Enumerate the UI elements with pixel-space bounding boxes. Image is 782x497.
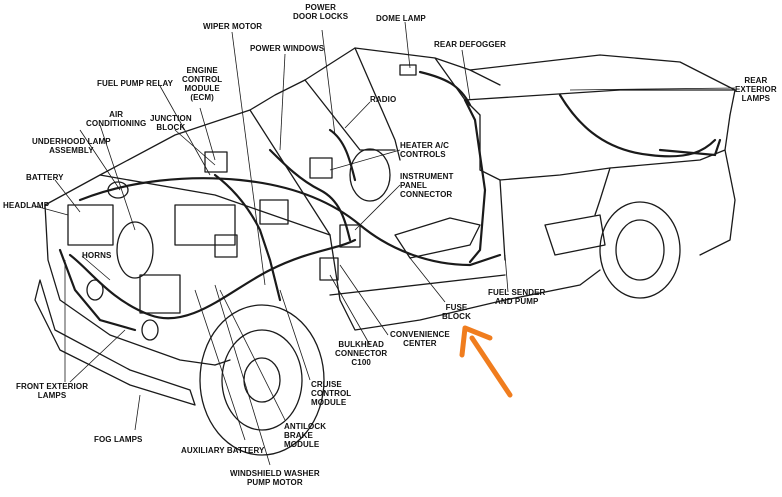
label-auxiliary-battery: AUXILIARY BATTERY xyxy=(181,446,265,455)
label-air-conditioning: AIR CONDITIONING xyxy=(86,110,147,128)
label-rear-defogger: REAR DEFOGGER xyxy=(434,40,506,49)
label-antilock-brake-module: ANTILOCK BRAKE MODULE xyxy=(284,422,327,449)
label-rear-exterior-lamps: REAR EXTERIOR LAMPS xyxy=(735,76,777,103)
label-bulkhead-connector: BULKHEAD CONNECTOR C100 xyxy=(335,340,388,367)
label-headlamp: HEADLAMP xyxy=(3,201,50,210)
wiring-harness xyxy=(58,70,722,332)
leader-lines xyxy=(34,21,736,466)
label-heater-ac-controls: HEATER A/C CONTROLS xyxy=(400,141,449,159)
label-horns: HORNS xyxy=(82,251,112,260)
label-fuel-sender-and-pump: FUEL SENDER AND PUMP xyxy=(488,288,546,306)
label-fog-lamps: FOG LAMPS xyxy=(94,435,143,444)
label-junction-block: JUNCTION BLOCK xyxy=(150,114,192,132)
label-fuse-block: FUSE BLOCK xyxy=(442,303,471,321)
label-fuel-pump-relay: FUEL PUMP RELAY xyxy=(97,79,174,88)
label-cruise-control-module: CRUISE CONTROL MODULE xyxy=(311,380,352,407)
label-engine-control-module: ENGINE CONTROL MODULE (ECM) xyxy=(182,66,223,102)
label-dome-lamp: DOME LAMP xyxy=(376,14,426,23)
label-instrument-panel-connector: INSTRUMENT PANEL CONNECTOR xyxy=(400,172,454,199)
label-underhood-lamp-assembly: UNDERHOOD LAMP ASSEMBLY xyxy=(32,137,111,155)
label-front-exterior-lamps: FRONT EXTERIOR LAMPS xyxy=(16,382,89,400)
orange-arrow xyxy=(459,325,513,398)
label-convenience-center: CONVENIENCE CENTER xyxy=(390,330,450,348)
label-battery: BATTERY xyxy=(26,173,64,182)
label-radio: RADIO xyxy=(370,95,397,104)
label-wiper-motor: WIPER MOTOR xyxy=(203,22,263,31)
label-power-windows: POWER WINDOWS xyxy=(250,44,325,53)
label-power-door-locks: POWER DOOR LOCKS xyxy=(293,3,349,21)
label-windshield-washer-pump-motor: WINDSHIELD WASHER PUMP MOTOR xyxy=(230,469,320,487)
